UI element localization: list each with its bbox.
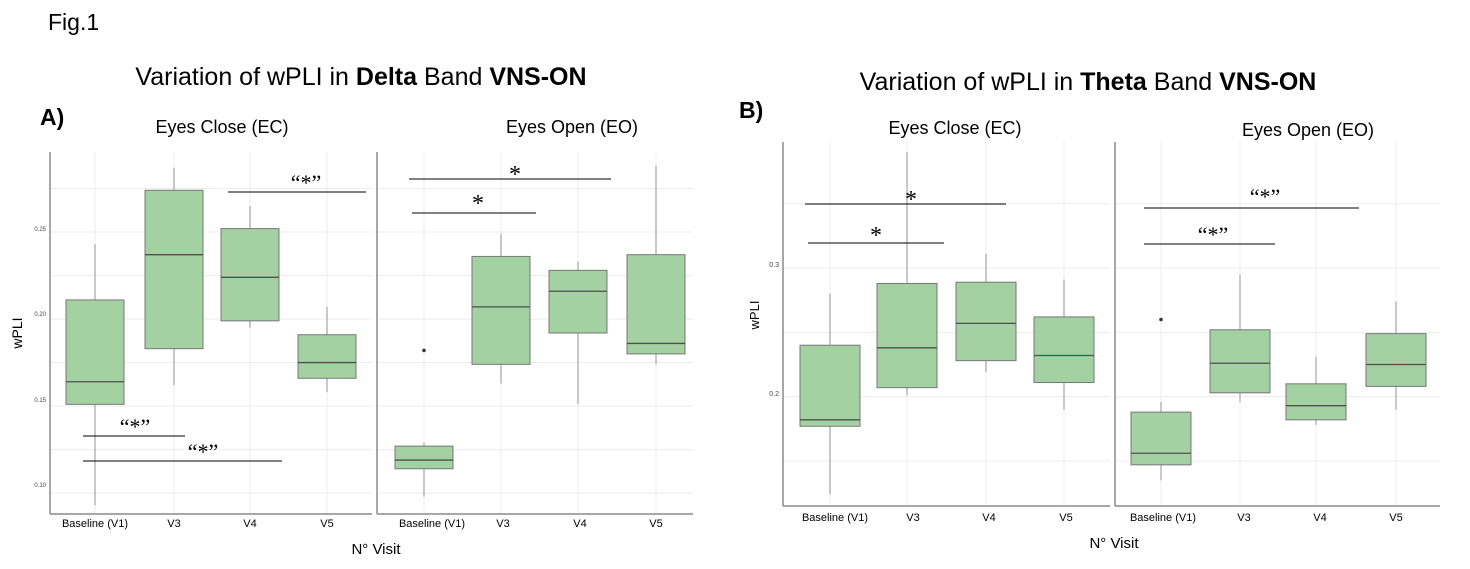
panel-b-title: Variation of wPLI in Theta Band VNS-ON	[860, 68, 1317, 96]
x-tick-label: V5	[649, 518, 662, 530]
x-tick-label: Baseline (V1)	[802, 512, 868, 524]
x-tick-label: V5	[1389, 512, 1402, 524]
x-tick-label: V4	[982, 512, 995, 524]
panel-a-letter: A)	[40, 104, 64, 130]
box-iqr	[1033, 316, 1095, 384]
box-iqr	[955, 281, 1017, 362]
panel-b-y-axis-title: wPLI	[747, 301, 762, 331]
significance-label: “*”	[120, 414, 151, 439]
x-tick-label: V4	[1313, 512, 1326, 524]
outlier-point	[422, 348, 426, 353]
panel-a-facet-eo-title: Eyes Open (EO)	[506, 117, 638, 137]
box-iqr	[1365, 333, 1427, 387]
box-iqr	[1130, 411, 1192, 466]
significance-label: “*”	[188, 439, 219, 464]
panel-b-significance-markers: * * “*” “*”	[805, 184, 1359, 249]
box-iqr	[548, 269, 608, 334]
y-tick-label: 0.15	[34, 398, 46, 404]
panel-b-facet-eo-title: Eyes Open (EO)	[1242, 120, 1374, 140]
panel-b: Variation of wPLI in Theta Band VNS-ON B…	[739, 68, 1440, 552]
y-tick-label: 0.2	[769, 391, 779, 398]
significance-label: “*”	[1250, 184, 1281, 209]
y-tick-label: 0.25	[34, 227, 46, 233]
significance-label: *	[870, 223, 882, 249]
panel-a: Variation of wPLI in Delta Band VNS-ON A…	[9, 63, 693, 558]
box-iqr	[799, 344, 861, 427]
x-tick-label: V4	[243, 518, 256, 530]
box-iqr	[394, 445, 454, 470]
significance-label: *	[905, 187, 917, 213]
figure-label: Fig.1	[48, 9, 99, 35]
panel-b-x-ticks: Baseline (V1) V3 V4 V5 Baseline (V1) V3 …	[802, 512, 1403, 524]
panel-a-y-ticks: 0.10 0.15 0.20 0.25	[34, 227, 46, 489]
x-tick-label: V5	[1059, 512, 1072, 524]
x-tick-label: V3	[1237, 512, 1250, 524]
panel-a-facet-ec-title: Eyes Close (EC)	[155, 117, 288, 137]
y-tick-label: 0.3	[769, 262, 779, 269]
box-iqr	[626, 254, 686, 355]
panel-b-letter: B)	[739, 97, 763, 123]
outlier-point	[1159, 317, 1163, 322]
panel-b-y-ticks: 0.2 0.3	[769, 262, 779, 398]
panel-b-facet-ec-title: Eyes Close (EC)	[888, 118, 1021, 138]
y-tick-label: 0.20	[34, 312, 46, 318]
x-tick-label: V4	[573, 518, 586, 530]
x-tick-label: Baseline (V1)	[399, 518, 465, 530]
box-iqr	[220, 228, 280, 322]
panel-a-x-ticks: Baseline (V1) V3 V4 V5 Baseline (V1) V3 …	[62, 518, 663, 530]
panel-b-facet-ec-plot	[782, 142, 1110, 507]
x-tick-label: V5	[320, 518, 333, 530]
significance-label: “*”	[1198, 222, 1229, 247]
panel-a-x-axis-title: N° Visit	[351, 541, 401, 558]
panel-b-facet-eo-plot	[1114, 142, 1440, 507]
x-tick-label: V3	[167, 518, 180, 530]
significance-label: *	[509, 162, 521, 188]
box-iqr	[297, 334, 357, 379]
box-iqr	[65, 299, 125, 405]
box-iqr	[1285, 383, 1347, 421]
box-iqr	[471, 255, 531, 365]
box-iqr	[144, 189, 204, 350]
box-iqr	[1209, 329, 1271, 394]
panel-a-facet-ec-plot	[49, 152, 372, 515]
panel-a-significance-markers: “*” “*” “*” * *	[83, 162, 611, 464]
y-tick-label: 0.10	[34, 483, 46, 489]
box-iqr	[876, 282, 938, 389]
significance-label: *	[472, 191, 484, 217]
panel-a-title: Variation of wPLI in Delta Band VNS-ON	[135, 63, 586, 91]
x-tick-label: V3	[906, 512, 919, 524]
x-tick-label: Baseline (V1)	[62, 518, 128, 530]
x-tick-label: Baseline (V1)	[1130, 512, 1196, 524]
panel-a-y-axis-title: wPLI	[9, 317, 25, 349]
significance-label: “*”	[291, 170, 322, 195]
x-tick-label: V3	[496, 518, 509, 530]
panel-a-facet-eo-plot	[376, 152, 693, 515]
panel-b-x-axis-title: N° Visit	[1089, 535, 1139, 552]
